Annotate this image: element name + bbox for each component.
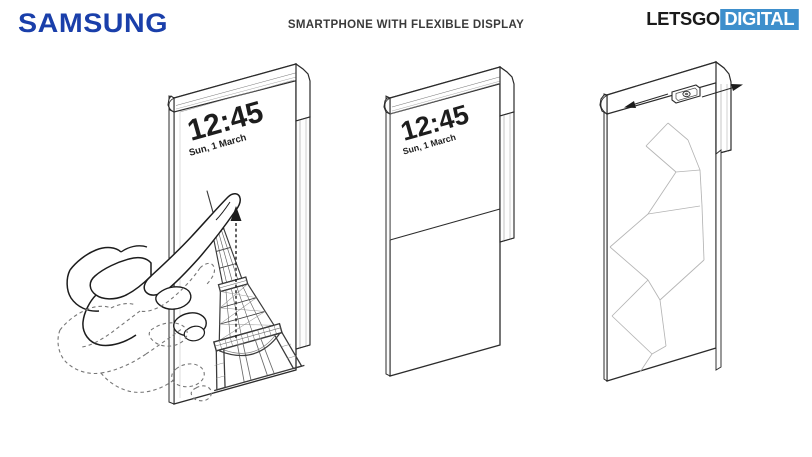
watermark-letsgo-text: LETSGO [646, 9, 721, 29]
letsgo-digital-watermark: LETSGO DIGITAL [646, 9, 799, 30]
figure-1-region[interactable] [60, 48, 320, 448]
page-header: SAMSUNG SMARTPHONE WITH FLEXIBLE DISPLAY… [0, 0, 812, 46]
figure-2-region[interactable] [380, 55, 525, 385]
samsung-brand-logo: SAMSUNG [18, 8, 169, 38]
watermark-digital-badge: DIGITAL [720, 9, 799, 30]
page-title: SMARTPHONE WITH FLEXIBLE DISPLAY [287, 19, 525, 31]
figure-3-region[interactable] [596, 50, 748, 390]
